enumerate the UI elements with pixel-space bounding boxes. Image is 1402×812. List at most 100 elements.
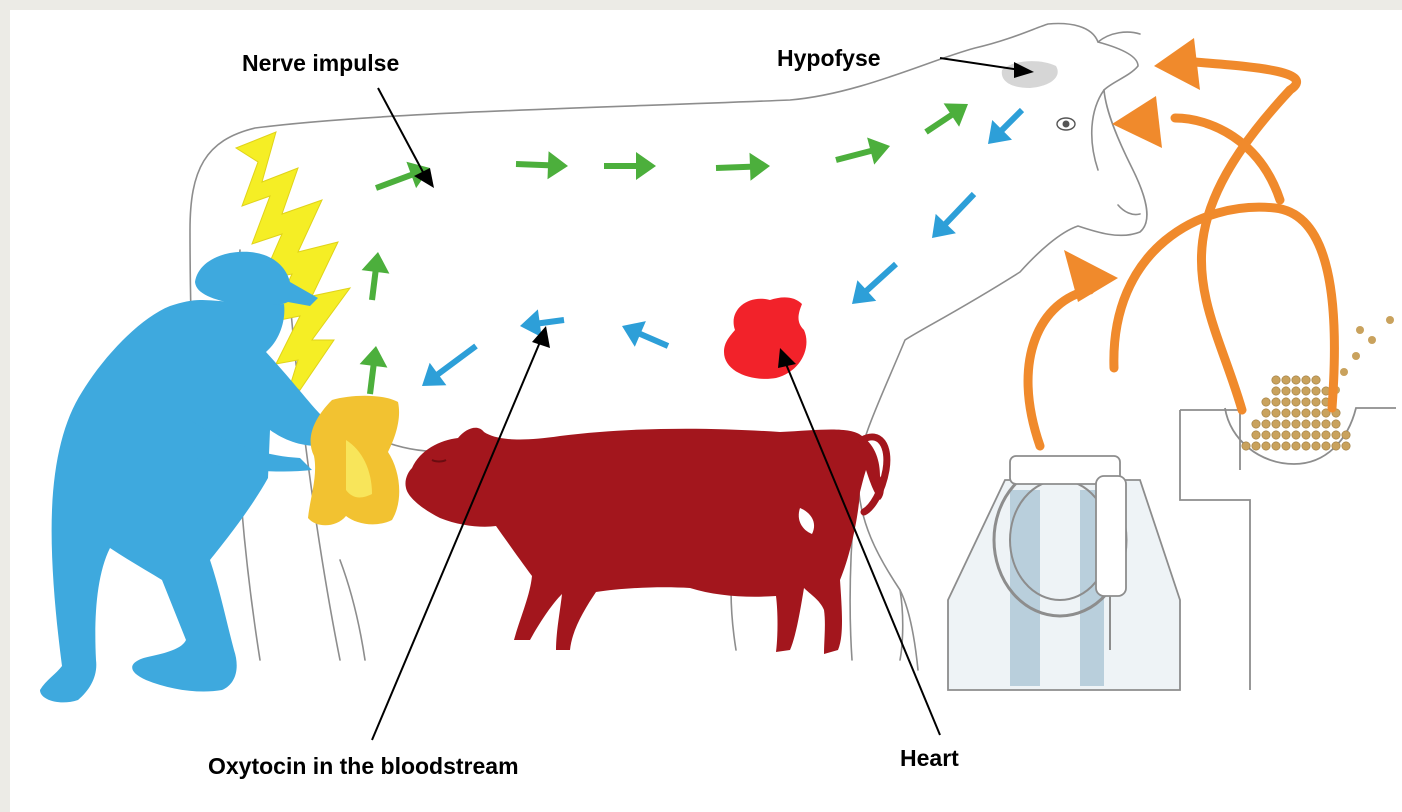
feed-pellet	[1282, 376, 1290, 384]
feed-pellet	[1312, 398, 1320, 406]
feed-pellet	[1312, 420, 1320, 428]
feed-pellet	[1322, 442, 1330, 450]
oxytocin-arrows	[422, 108, 1024, 386]
feed-pellet	[1272, 398, 1280, 406]
feed-pellet	[1302, 420, 1310, 428]
feed-pellet	[1272, 442, 1280, 450]
feed-pellet	[1272, 387, 1280, 395]
orange-arrow-icon	[1195, 62, 1297, 410]
label-nerve-impulse: Nerve impulse	[242, 52, 399, 75]
feed-pellet	[1262, 409, 1270, 417]
feed-pellet	[1386, 316, 1394, 324]
feed-pellet	[1242, 442, 1250, 450]
green-arrow-icon	[604, 152, 656, 180]
hypofyse-pointer	[940, 58, 1020, 70]
feed-pellet	[1340, 368, 1348, 376]
feed-pellet	[1302, 409, 1310, 417]
label-pointers	[372, 58, 1034, 740]
feed-pellet	[1302, 431, 1310, 439]
feed-pellet	[1262, 398, 1270, 406]
heart-shape	[724, 297, 806, 378]
feed-pellet	[1272, 409, 1280, 417]
blue-arrow-icon	[422, 344, 478, 386]
feed-pellet	[1282, 387, 1290, 395]
nerve-impulse-arrows	[360, 103, 968, 394]
feed-pellet	[1342, 431, 1350, 439]
orange-arrow-icon	[1028, 290, 1090, 446]
orange-arrow-icon	[1175, 118, 1280, 200]
feed-pellet	[1282, 420, 1290, 428]
feed-pellet	[1292, 420, 1300, 428]
machine-stripe-a	[1010, 490, 1040, 686]
trough-bowl	[1225, 408, 1396, 464]
feed-pellet	[1272, 376, 1280, 384]
feed-pellet	[1332, 431, 1340, 439]
feed-pellet	[1368, 336, 1376, 344]
feed-pellet	[1352, 352, 1360, 360]
hypofyse-shape	[1002, 61, 1058, 88]
blue-arrow-icon	[988, 108, 1024, 144]
feed-pellet	[1292, 398, 1300, 406]
cow-muzzle	[1118, 205, 1140, 215]
feed-pellet	[1312, 431, 1320, 439]
feed-pellet	[1292, 387, 1300, 395]
feed-trough	[1180, 408, 1396, 690]
machine-cluster	[1096, 476, 1126, 596]
blue-arrow-icon	[852, 262, 898, 304]
label-heart: Heart	[900, 747, 959, 770]
feed-pellets	[1242, 316, 1394, 450]
label-oxytocin: Oxytocin in the bloodstream	[208, 755, 519, 778]
blue-arrow-icon	[932, 192, 976, 238]
nerve-impulse-pointer	[378, 88, 424, 174]
feed-pellet	[1262, 442, 1270, 450]
orange-arrow-icon	[1114, 207, 1335, 408]
feed-pellet	[1302, 442, 1310, 450]
feed-pellet	[1282, 409, 1290, 417]
feed-pellet	[1282, 442, 1290, 450]
green-arrow-icon	[716, 153, 770, 181]
feed-pellet	[1292, 431, 1300, 439]
feed-pellet	[1252, 431, 1260, 439]
feed-pellet	[1332, 442, 1340, 450]
feed-pellet	[1292, 409, 1300, 417]
blue-arrow-icon	[622, 321, 669, 349]
cow-head-detail	[1092, 90, 1104, 170]
feed-pellet	[1312, 442, 1320, 450]
feed-pellet	[1332, 420, 1340, 428]
feed-pellet	[1272, 420, 1280, 428]
feed-pellet	[1282, 398, 1290, 406]
feed-pellet	[1342, 442, 1350, 450]
feed-pellet	[1312, 376, 1320, 384]
feed-pellet	[1262, 420, 1270, 428]
green-arrow-icon	[360, 346, 388, 394]
feed-pellet	[1262, 431, 1270, 439]
feed-pellet	[1282, 431, 1290, 439]
farmer-silhouette	[40, 252, 325, 703]
feed-pellet	[1252, 442, 1260, 450]
green-arrow-icon	[516, 151, 568, 179]
machine-bucket	[948, 480, 1180, 690]
feed-pellet	[1292, 442, 1300, 450]
green-arrow-icon	[924, 103, 968, 134]
cow-eye	[1057, 118, 1075, 130]
milking-machine	[948, 456, 1180, 690]
fence-line	[1180, 410, 1250, 690]
orange-arrow-icon	[1154, 38, 1200, 90]
stimulus-arrows	[1028, 38, 1334, 446]
feed-pellet	[1322, 420, 1330, 428]
feed-pellet	[1302, 376, 1310, 384]
feed-pellet	[1302, 387, 1310, 395]
cow-ear	[1098, 32, 1140, 42]
cloth	[308, 396, 399, 526]
label-hypofyse: Hypofyse	[777, 47, 881, 70]
feed-pellet	[1302, 398, 1310, 406]
feed-pellet	[1322, 431, 1330, 439]
green-arrow-icon	[835, 138, 890, 165]
feed-pellet	[1292, 376, 1300, 384]
feed-pellet	[1312, 387, 1320, 395]
feed-pellet	[1272, 431, 1280, 439]
green-arrow-icon	[362, 252, 390, 300]
feed-pellet	[1312, 409, 1320, 417]
